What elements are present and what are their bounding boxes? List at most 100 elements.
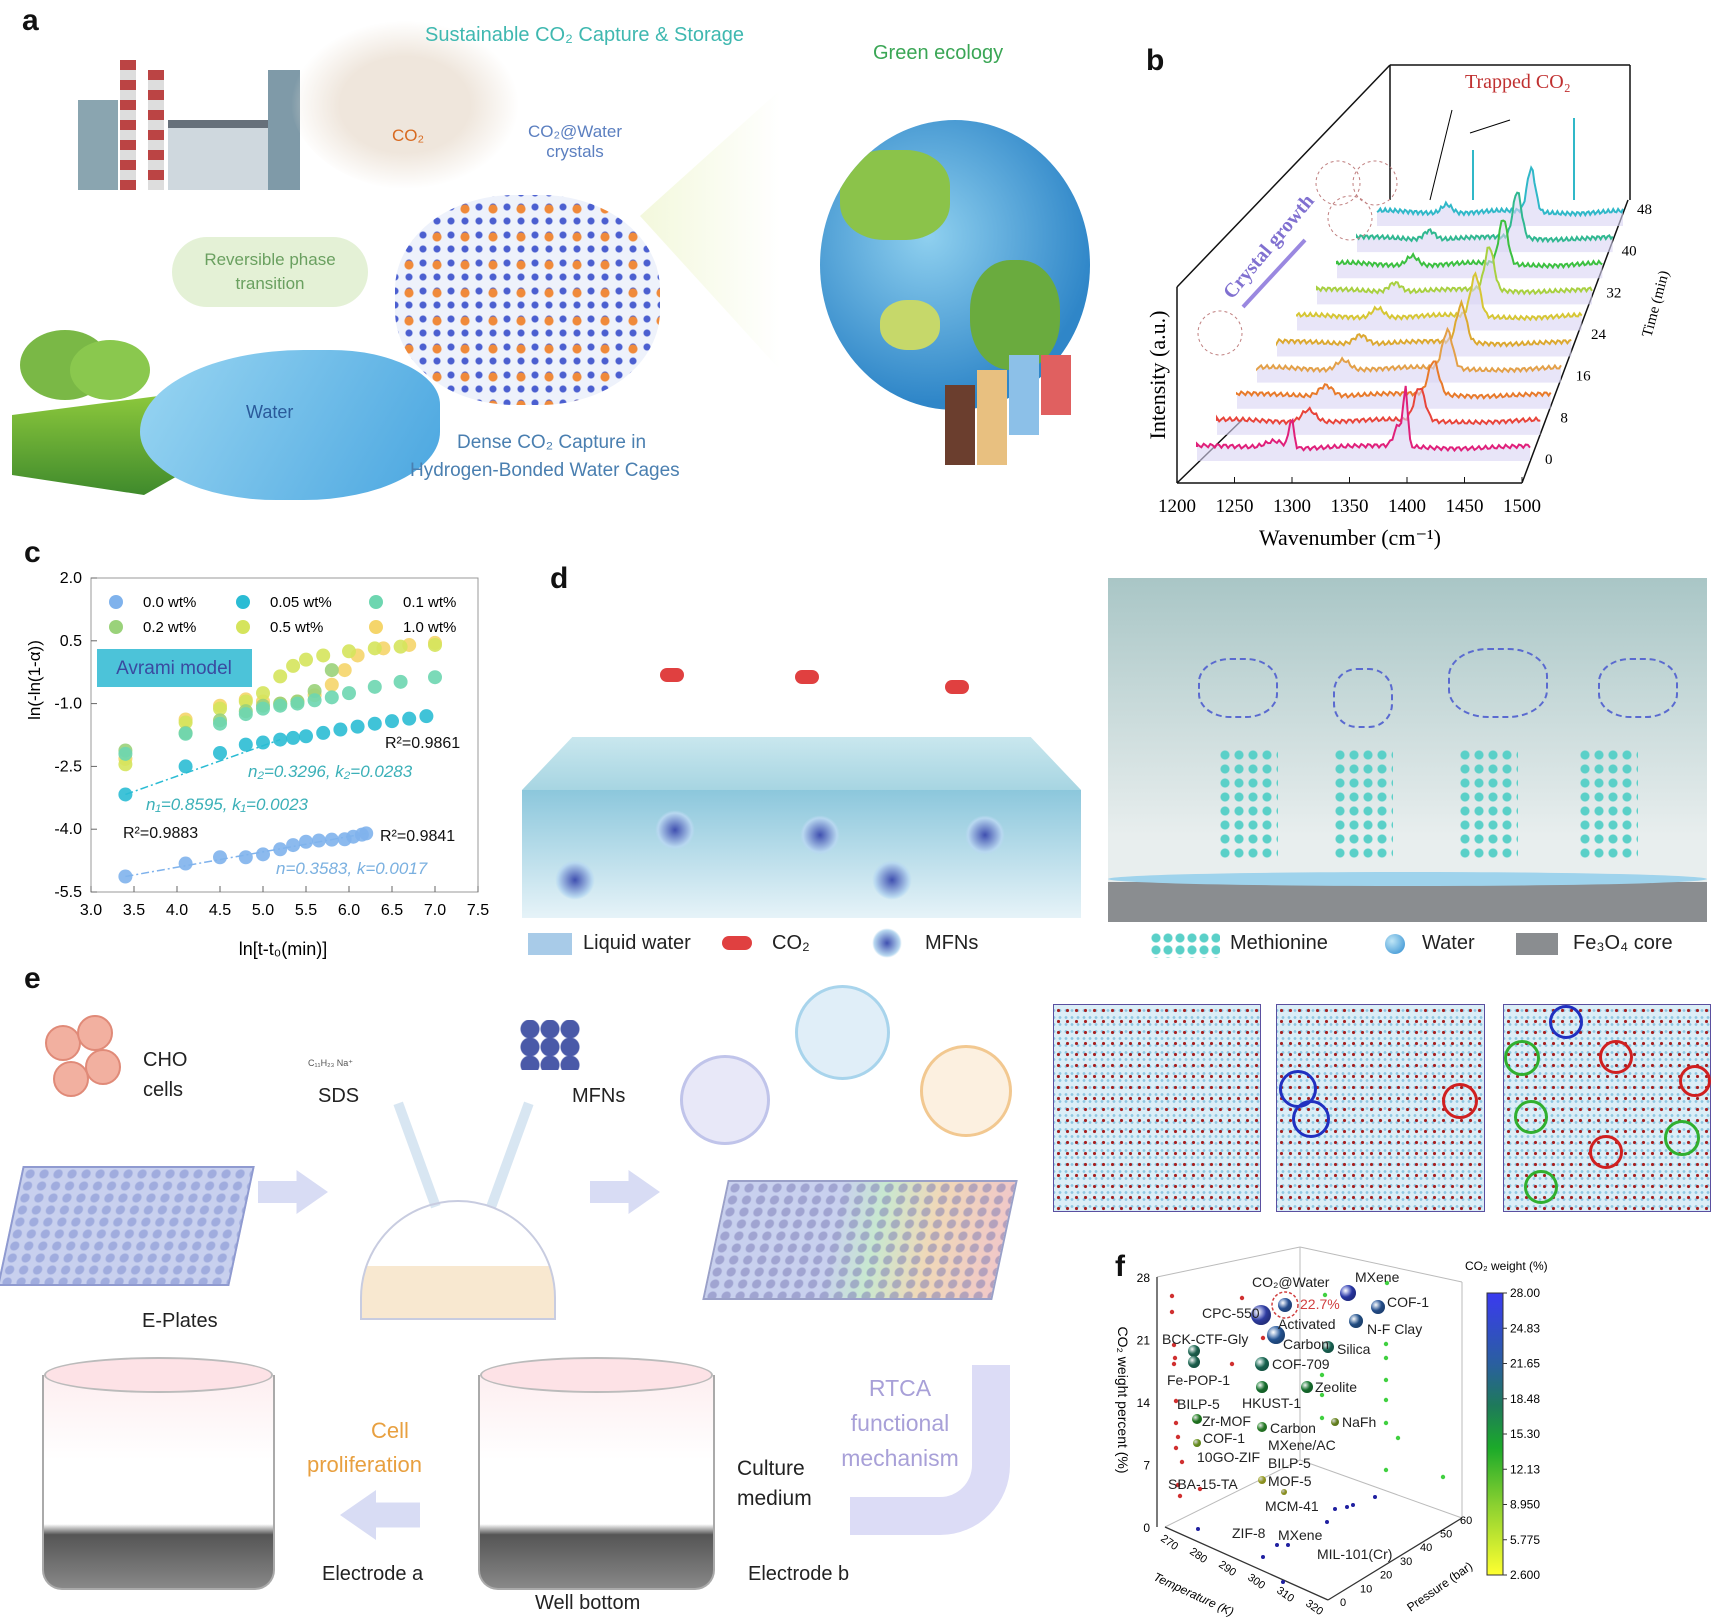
- y-axis-title: ln(-ln(1-α)): [25, 640, 44, 720]
- data-point: [324, 690, 339, 705]
- data-sphere: [1371, 1300, 1385, 1314]
- colorbar-tick-label: 21.65: [1510, 1357, 1540, 1371]
- projection-dot: [1171, 1361, 1177, 1367]
- time-tick-label: 24: [1591, 327, 1607, 343]
- legend-liquid-water-swatch: [528, 933, 572, 955]
- colorbar-tick-label: 2.600: [1510, 1568, 1540, 1582]
- legend-methionine: Methionine: [1230, 932, 1328, 954]
- data-point: [311, 833, 326, 848]
- x-tick-label: 4.0: [166, 902, 188, 919]
- z-tick-label: 30: [1400, 1556, 1412, 1568]
- sds-formula: C₁₁H₂₃ Na⁺: [308, 1058, 353, 1068]
- material-label: MIL-101(Cr): [1317, 1546, 1393, 1562]
- data-point: [256, 847, 270, 862]
- legend-mfns-icon: [872, 928, 902, 958]
- projection-dot: [1169, 1309, 1175, 1315]
- y-tick-label: 2.0: [60, 570, 82, 587]
- data-sphere: [1257, 1422, 1267, 1432]
- material-label: COF-1: [1387, 1294, 1429, 1310]
- panel-label-e: e: [24, 962, 41, 995]
- data-point: [367, 716, 382, 731]
- data-point: [286, 658, 301, 673]
- cage-icon: [1315, 160, 1361, 206]
- time-tick-label: 16: [1576, 369, 1592, 385]
- colorbar-title: CO₂ weight (%): [1465, 1259, 1548, 1273]
- legend-mfns: MFNs: [925, 932, 979, 954]
- projection-dot: [1173, 1398, 1179, 1404]
- material-label: Carbon: [1283, 1336, 1329, 1352]
- material-label: MCM-41: [1265, 1498, 1319, 1514]
- data-sphere: [1267, 1326, 1285, 1344]
- z-axis-title: Pressure (bar): [1404, 1559, 1475, 1614]
- co2-molecule: [795, 670, 819, 684]
- r2-0.0-label: R²=0.9841: [380, 828, 455, 845]
- data-point: [290, 696, 305, 711]
- legend-marker: [236, 620, 250, 634]
- data-point: [324, 677, 339, 692]
- culture-medium-label-1: Culture: [737, 1457, 805, 1480]
- data-sphere: [1193, 1439, 1201, 1447]
- y-tick-label: 7: [1143, 1459, 1150, 1473]
- data-sphere: [1251, 1305, 1271, 1325]
- projection-dot: [1229, 1361, 1235, 1367]
- z-tick-label: 60: [1460, 1515, 1472, 1527]
- data-point: [286, 838, 301, 853]
- mfns-cluster-icon: [520, 1020, 580, 1070]
- data-point: [273, 732, 288, 747]
- zoom-circle-mfns: [795, 985, 890, 1080]
- data-point: [238, 707, 253, 722]
- x-tick-label: 5.5: [295, 902, 317, 919]
- river: [140, 350, 440, 500]
- spectrum-trace: [1336, 219, 1603, 270]
- projection-dot: [1383, 1377, 1389, 1383]
- z-tick-label: 50: [1440, 1529, 1452, 1541]
- data-point: [178, 715, 193, 730]
- panel-label-f: f: [1115, 1250, 1125, 1283]
- projection-dot: [1383, 1420, 1389, 1426]
- colorbar-tick-label: 28.00: [1510, 1286, 1540, 1300]
- material-label: N-F Clay: [1367, 1321, 1423, 1337]
- data-sphere: [1258, 1476, 1266, 1484]
- legend-label: 0.2 wt%: [143, 619, 196, 636]
- mixing-dome: [360, 1200, 556, 1320]
- x-tick-label: 6.5: [381, 902, 403, 919]
- water-label: Water: [246, 402, 294, 422]
- electrode-b-label: Electrode b: [748, 1563, 850, 1585]
- data-point: [238, 850, 253, 865]
- data-sphere: [1188, 1356, 1200, 1368]
- data-point: [213, 746, 227, 761]
- data-point: [299, 729, 313, 744]
- y-axis-title: CO₂ weight percent (%): [1115, 1326, 1131, 1473]
- data-point: [419, 709, 434, 724]
- spectrum-trace: [1196, 385, 1531, 453]
- projection-dot: [1286, 1543, 1290, 1547]
- panel-label-d: d: [550, 562, 569, 595]
- capture-title: Sustainable CO₂ Capture & Storage: [425, 24, 745, 46]
- water-slab-front: [522, 790, 1081, 918]
- data-point: [213, 850, 227, 865]
- projection-dot: [1173, 1445, 1179, 1451]
- colorbar: [1486, 1292, 1504, 1576]
- data-point: [238, 737, 253, 752]
- x-tick-label: 310: [1274, 1585, 1296, 1605]
- data-sphere: [1349, 1314, 1363, 1328]
- data-point: [273, 669, 288, 684]
- colorbar-tick-label: 5.775: [1510, 1533, 1540, 1547]
- x-tick-label: 270: [1158, 1533, 1180, 1553]
- legend-label: 0.05 wt%: [270, 594, 332, 611]
- x-tick-label: 320: [1303, 1598, 1325, 1618]
- dense-capture-line1: Dense CO₂ Capture in: [457, 432, 647, 453]
- data-point: [118, 869, 133, 884]
- spectrum-trace: [1356, 191, 1614, 244]
- legend-marker: [109, 620, 123, 634]
- data-point: [118, 746, 133, 761]
- cell-proliferation-label-1: Cell: [371, 1418, 409, 1443]
- data-sphere: [1188, 1345, 1200, 1357]
- legend-label: 0.0 wt%: [143, 594, 196, 611]
- data-point: [393, 674, 408, 689]
- legend-marker: [369, 595, 383, 609]
- methionine-surface-illustration: [1108, 578, 1707, 922]
- material-label: 10GO-ZIF: [1197, 1449, 1261, 1465]
- mfn-particle: [965, 815, 1005, 855]
